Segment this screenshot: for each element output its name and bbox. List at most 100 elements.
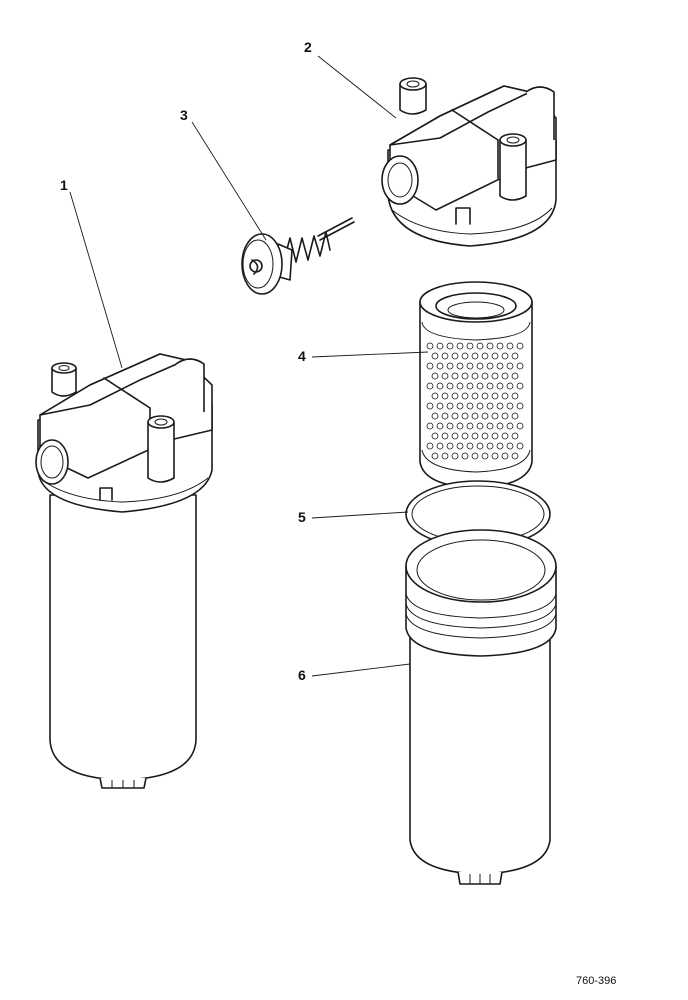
- perforation-hole: [471, 372, 479, 380]
- leader-line-4: [311, 351, 429, 358]
- perforation-hole: [451, 352, 459, 360]
- bypass-valve-spring: [283, 231, 331, 263]
- perforation-hole: [446, 382, 454, 390]
- perforation-hole: [491, 392, 499, 400]
- perforation-hole: [516, 402, 524, 410]
- perforation-hole: [431, 452, 439, 460]
- perforation-hole: [471, 352, 479, 360]
- perforation-hole: [426, 442, 434, 450]
- perforation-hole: [431, 352, 439, 360]
- perforation-hole: [426, 362, 434, 370]
- perforation-hole: [461, 452, 469, 460]
- perforation-hole: [476, 442, 484, 450]
- perforation-hole: [491, 412, 499, 420]
- assembled-filter-side-boss: [147, 422, 175, 483]
- filter-head-side-boss: [499, 140, 527, 201]
- perforation-hole: [511, 372, 519, 380]
- perforation-hole: [426, 382, 434, 390]
- perforation-hole: [481, 372, 489, 380]
- perforation-hole: [466, 422, 474, 430]
- perforation-hole: [436, 342, 444, 350]
- perforation-hole: [466, 342, 474, 350]
- perforation-hole: [501, 432, 509, 440]
- perforation-hole: [491, 372, 499, 380]
- perforation-hole: [466, 402, 474, 410]
- perforation-hole: [501, 352, 509, 360]
- perforation-hole: [451, 432, 459, 440]
- perforation-hole: [441, 372, 449, 380]
- leader-line-3: [191, 121, 267, 241]
- perforation-hole: [436, 362, 444, 370]
- perforation-hole: [446, 422, 454, 430]
- callout-6: 6: [298, 667, 306, 683]
- perforation-hole: [471, 392, 479, 400]
- perforation-hole: [446, 442, 454, 450]
- assembled-filter: [35, 353, 213, 789]
- perforation-hole: [456, 382, 464, 390]
- perforation-hole: [501, 372, 509, 380]
- perforation-hole: [511, 352, 519, 360]
- perforation-hole: [496, 362, 504, 370]
- filter-element-body: [419, 301, 533, 489]
- perforation-hole: [486, 442, 494, 450]
- perforation-hole: [466, 382, 474, 390]
- filter-bowl: [405, 529, 557, 885]
- perforation-hole: [436, 402, 444, 410]
- perforation-hole: [451, 452, 459, 460]
- perforation-hole: [436, 442, 444, 450]
- filter-head: [381, 77, 557, 247]
- perforation-hole: [461, 432, 469, 440]
- perforation-hole: [456, 402, 464, 410]
- perforation-hole: [511, 412, 519, 420]
- perforation-hole: [506, 422, 514, 430]
- perforation-hole: [506, 342, 514, 350]
- perforation-hole: [461, 392, 469, 400]
- perforation-hole: [506, 362, 514, 370]
- perforation-hole: [431, 392, 439, 400]
- perforation-hole: [456, 362, 464, 370]
- perforation-hole: [486, 362, 494, 370]
- perforation-hole: [466, 362, 474, 370]
- perforation-hole: [486, 382, 494, 390]
- perforation-hole: [496, 342, 504, 350]
- perforation-hole: [501, 452, 509, 460]
- perforation-hole: [456, 342, 464, 350]
- perforation-hole: [516, 362, 524, 370]
- perforation-hole: [431, 412, 439, 420]
- perforation-hole: [436, 422, 444, 430]
- perforation-hole: [451, 412, 459, 420]
- callout-2: 2: [304, 39, 312, 55]
- callout-5: 5: [298, 509, 306, 525]
- perforation-hole: [516, 382, 524, 390]
- perforation-hole: [461, 412, 469, 420]
- perforation-hole: [506, 402, 514, 410]
- perforation-hole: [471, 412, 479, 420]
- perforation-hole: [481, 392, 489, 400]
- perforation-hole: [496, 442, 504, 450]
- callout-1: 1: [60, 177, 68, 193]
- perforation-hole: [471, 452, 479, 460]
- perforation-hole: [431, 432, 439, 440]
- perforation-hole: [426, 402, 434, 410]
- perforation-hole: [481, 452, 489, 460]
- perforation-hole: [496, 402, 504, 410]
- perforation-hole: [491, 352, 499, 360]
- perforation-hole: [461, 352, 469, 360]
- perforation-hole: [441, 352, 449, 360]
- perforation-hole: [481, 432, 489, 440]
- perforation-hole: [491, 432, 499, 440]
- perforation-hole: [476, 362, 484, 370]
- bypass-valve: [241, 217, 355, 295]
- leader-line-2: [317, 55, 397, 119]
- perforation-hole: [506, 382, 514, 390]
- perforation-hole: [436, 382, 444, 390]
- filter-element-perforations: [426, 342, 524, 460]
- perforation-hole: [441, 452, 449, 460]
- perforation-hole: [446, 342, 454, 350]
- perforation-hole: [441, 432, 449, 440]
- filter-head-top-boss: [399, 84, 427, 115]
- perforation-hole: [466, 442, 474, 450]
- perforation-hole: [481, 352, 489, 360]
